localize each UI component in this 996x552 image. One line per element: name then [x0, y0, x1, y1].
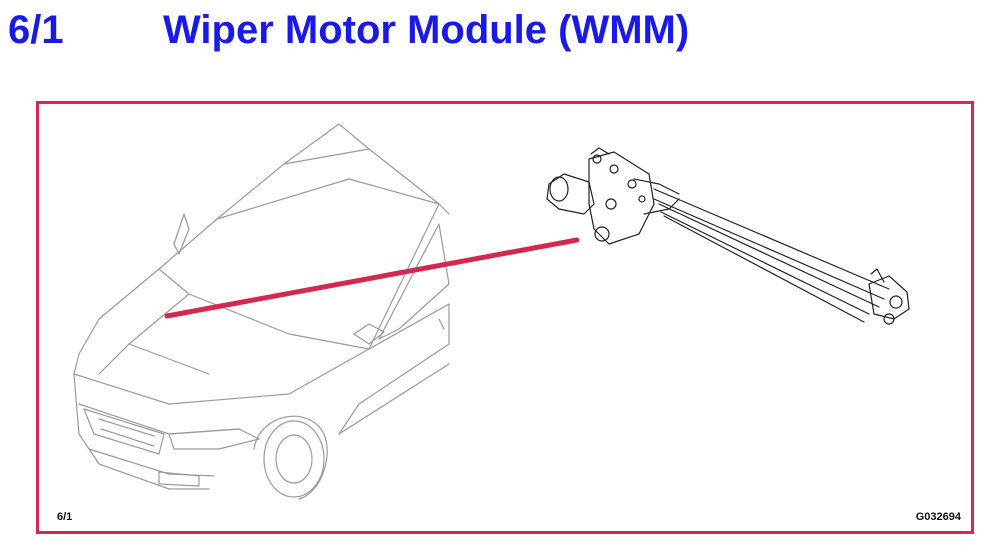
illustration [73, 123, 910, 500]
page-title: Wiper Motor Module (WMM) [163, 8, 690, 52]
car-drawing [73, 123, 450, 500]
figure-code: G032694 [915, 511, 961, 523]
leader-line [164, 237, 580, 319]
page-number: 6/1 [8, 8, 64, 52]
figure-frame: 6/1 G032694 [36, 101, 974, 534]
wiper-module-drawing [546, 147, 910, 325]
figure-ref-label: 6/1 [57, 511, 73, 523]
